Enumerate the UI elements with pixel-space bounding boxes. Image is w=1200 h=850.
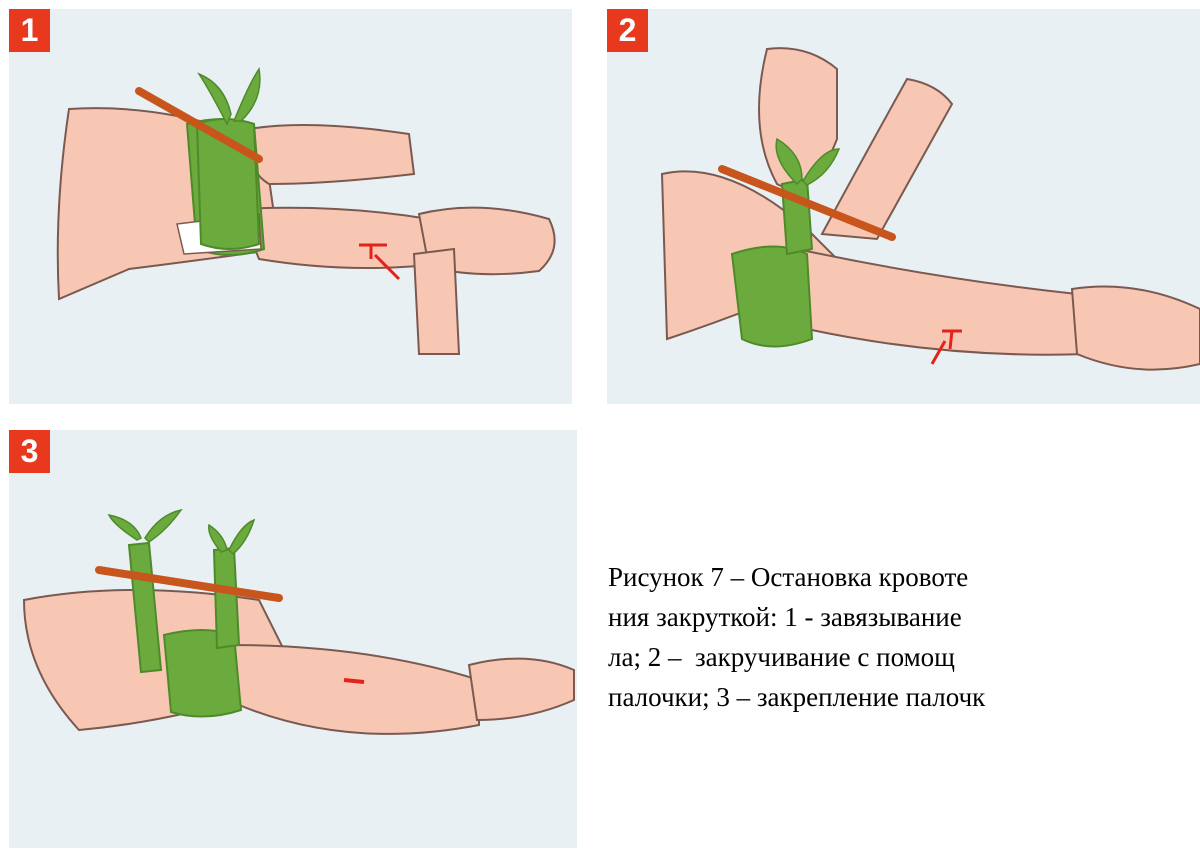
step-badge-2: 2 [607, 9, 648, 52]
arm-illustration-1 [9, 9, 572, 404]
caption-line-3: ла; 2 – закручивание с помощ [608, 637, 1200, 677]
caption-line-1: Рисунок 7 – Остановка кровоте [608, 557, 1200, 597]
illustration-panel-3: 3 [9, 430, 577, 848]
caption-line-4: палочки; 3 – закрепление палочк [608, 677, 1200, 717]
illustration-panel-1: 1 [9, 9, 572, 404]
arm-illustration-2 [607, 9, 1200, 404]
arm-illustration-3 [9, 430, 577, 848]
figure-caption: Рисунок 7 – Остановка кровоте ния закрут… [608, 557, 1200, 717]
step-badge-1: 1 [9, 9, 50, 52]
illustration-panel-2: 2 [607, 9, 1200, 404]
step-badge-3: 3 [9, 430, 50, 473]
caption-line-2: ния закруткой: 1 - завязывание [608, 597, 1200, 637]
